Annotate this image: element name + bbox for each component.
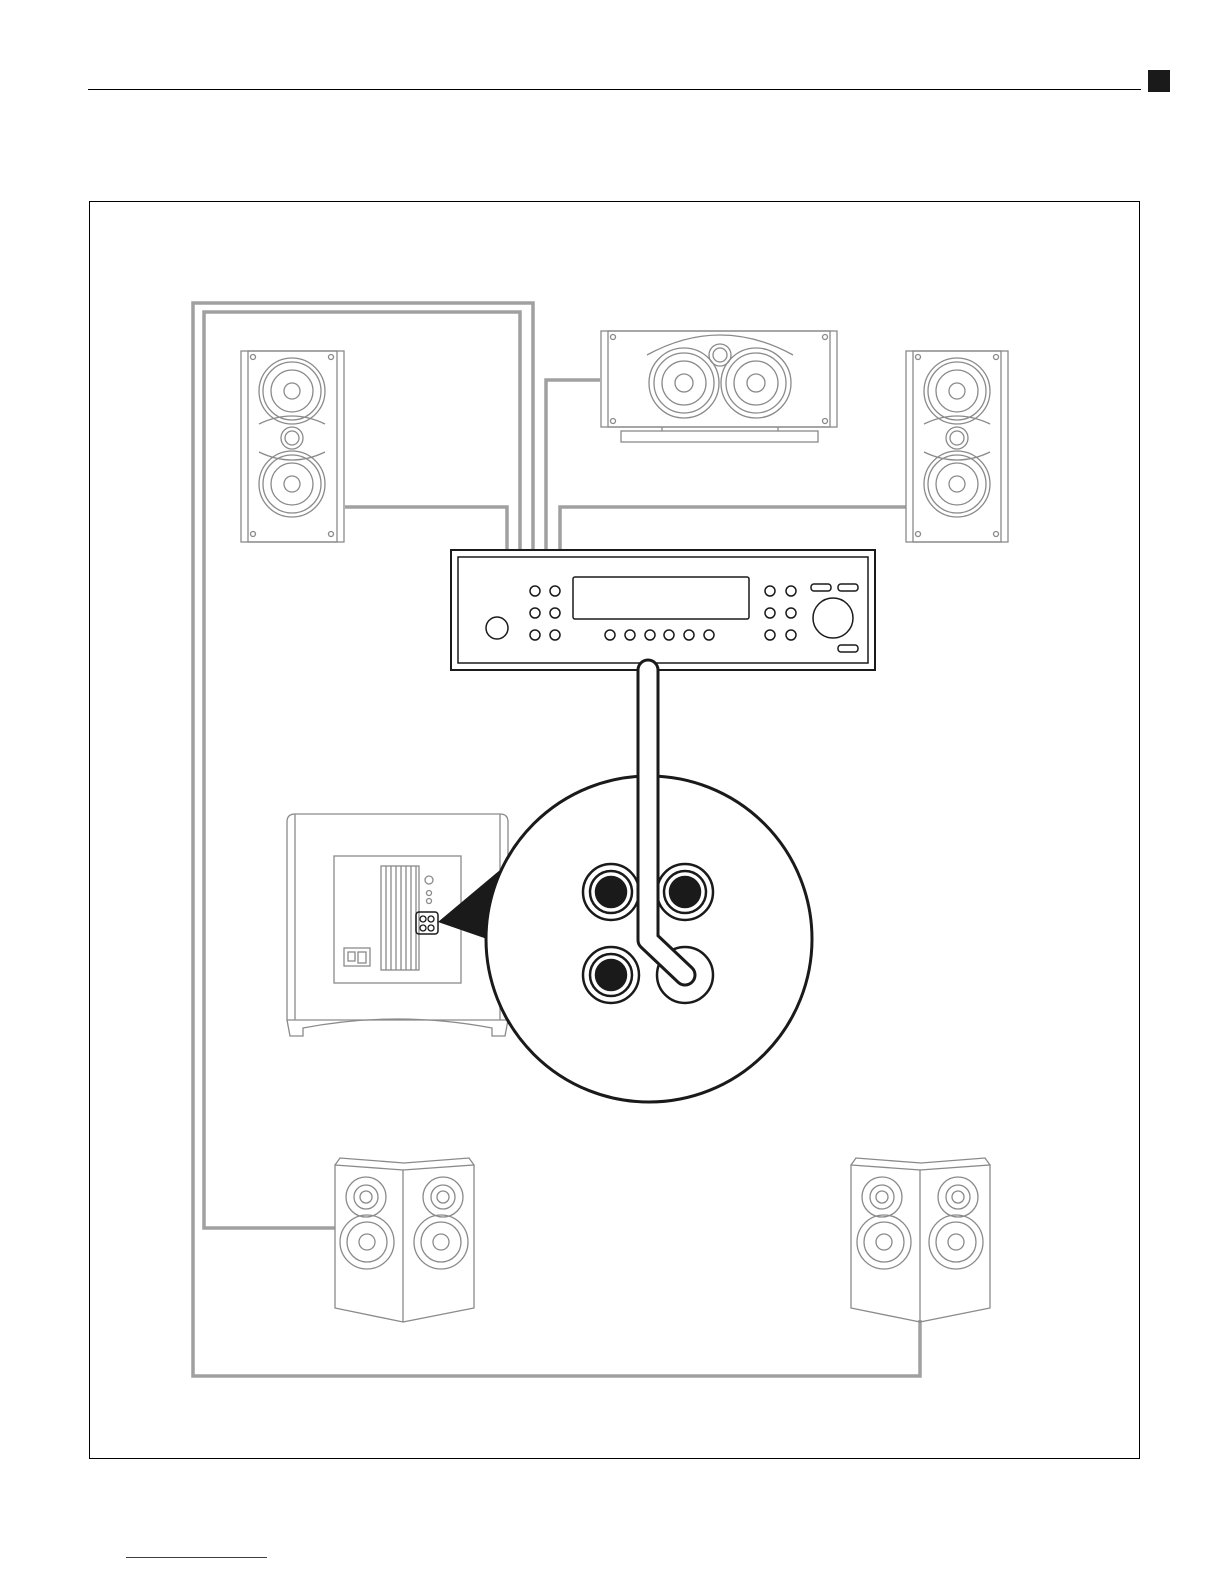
heatsink-fins	[381, 866, 419, 970]
av-receiver	[451, 550, 875, 670]
center-channel-speaker	[601, 331, 837, 442]
footer-link-underline[interactable]	[126, 1557, 267, 1558]
wire-center	[546, 380, 600, 552]
woofer-lower	[259, 451, 325, 517]
subwoofer-input-detail	[438, 776, 812, 1102]
center-speaker-stand	[621, 431, 818, 442]
subwoofer-base	[287, 1019, 508, 1036]
front-left-speaker	[241, 351, 344, 542]
front-right-speaker	[906, 351, 1008, 542]
tweeter	[946, 427, 968, 449]
wire-front-left	[345, 507, 507, 552]
wire-surround-left	[204, 312, 520, 1228]
surround-left-speaker	[335, 1158, 474, 1322]
woofer-upper	[259, 358, 325, 424]
wire-front-right	[560, 507, 906, 552]
surround-right-speaker	[851, 1158, 990, 1322]
tweeter	[709, 344, 731, 366]
tweeter	[281, 427, 303, 449]
